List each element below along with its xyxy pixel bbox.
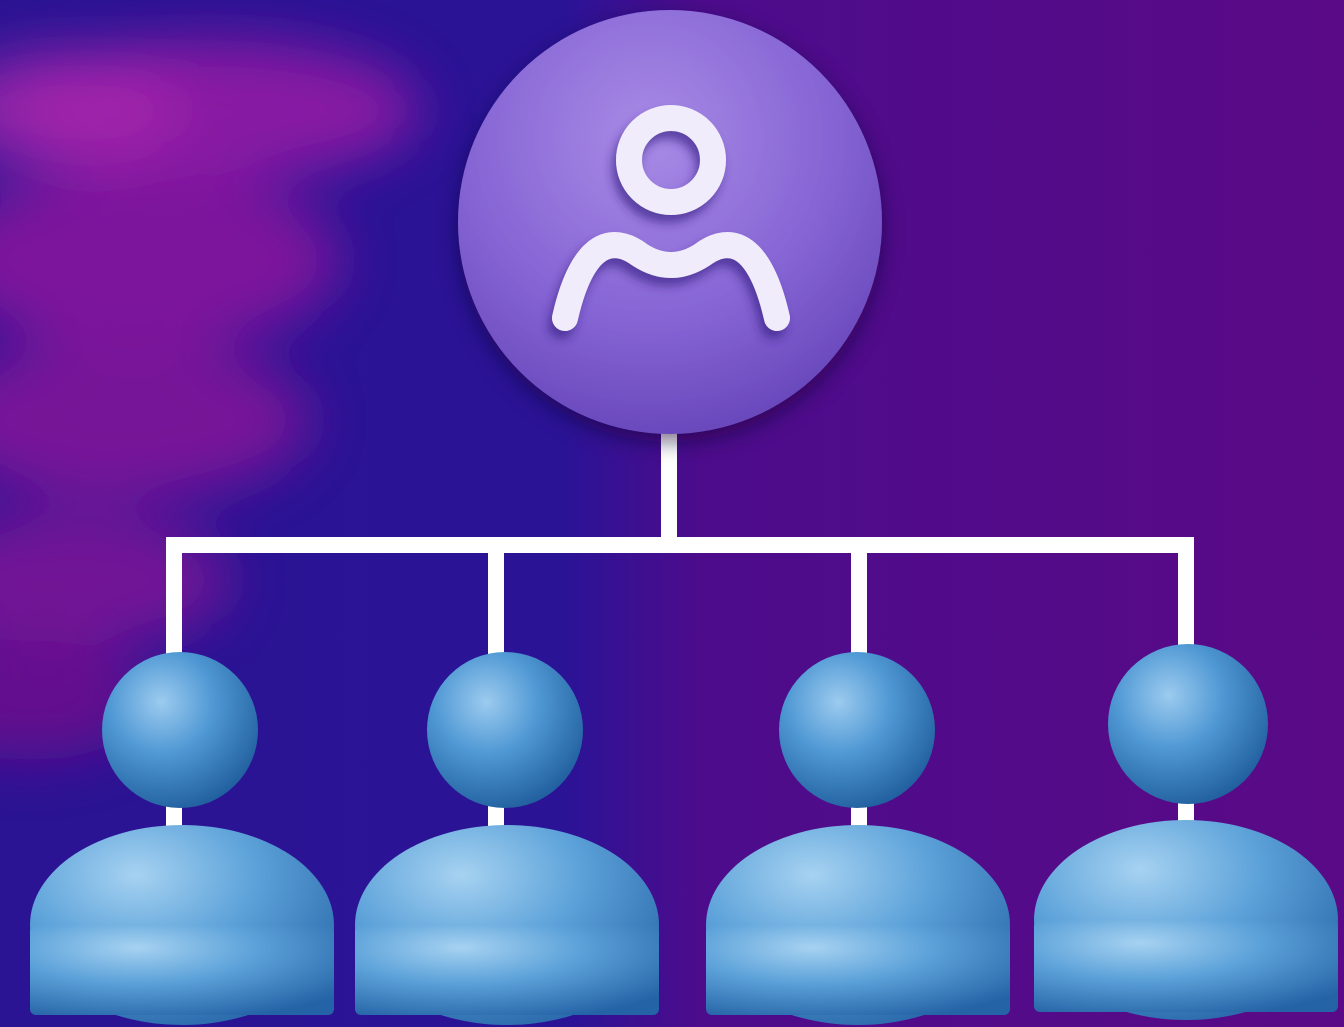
person-head xyxy=(1108,644,1268,804)
leader-circle xyxy=(458,10,882,434)
user-outline-icon xyxy=(552,105,790,331)
member-figure-1 xyxy=(30,652,334,1025)
person-head xyxy=(779,652,935,808)
person-head xyxy=(102,652,258,808)
member-figure-2 xyxy=(355,652,659,1025)
member-figure-4 xyxy=(1034,644,1338,1020)
leader-node xyxy=(458,10,882,434)
person-head xyxy=(427,652,583,808)
member-figure-3 xyxy=(706,652,1010,1025)
